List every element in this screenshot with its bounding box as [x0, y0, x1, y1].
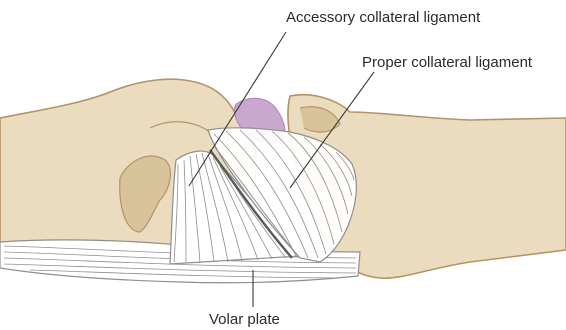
accessory-collateral-ligament-label: Accessory collateral ligament	[286, 9, 481, 26]
proper-collateral-ligament-label: Proper collateral ligament	[362, 54, 533, 71]
volar-plate-label: Volar plate	[209, 311, 280, 328]
